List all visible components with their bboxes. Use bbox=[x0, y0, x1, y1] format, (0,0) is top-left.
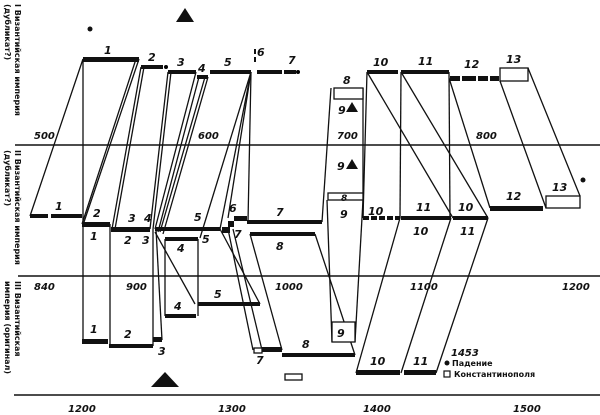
segment-label: 10 bbox=[413, 225, 429, 238]
tick-label: 600 bbox=[198, 131, 219, 142]
segment-label: 3 bbox=[177, 56, 185, 69]
tick-label: 900 bbox=[126, 282, 147, 293]
segment-label: 3 bbox=[128, 212, 136, 225]
box-icon bbox=[443, 370, 451, 378]
segment-label: 8 bbox=[276, 240, 284, 253]
legend-line1: Падение bbox=[452, 359, 493, 368]
segment-label: 1 bbox=[90, 323, 98, 336]
connector-lines bbox=[29, 58, 581, 374]
dot-icon bbox=[87, 26, 93, 32]
segment-label: 11 bbox=[418, 55, 433, 68]
band2-label: II Византийская империя (дубликат?) bbox=[3, 150, 22, 265]
segment-label: 9 bbox=[338, 104, 346, 117]
segment-label: 4 bbox=[173, 300, 182, 313]
tick-label: 1300 bbox=[218, 404, 246, 415]
segment-label: 2 bbox=[124, 234, 132, 247]
segment-label: 9 bbox=[337, 160, 345, 173]
segment-label: 10 bbox=[373, 56, 389, 69]
segment-label: 6 bbox=[257, 46, 265, 59]
tick-label: 1000 bbox=[275, 282, 303, 293]
band1-label: I Византийская империя (дубликат?) bbox=[3, 4, 22, 116]
triangle-icon bbox=[346, 159, 358, 169]
tick-label: 500 bbox=[34, 131, 55, 142]
band2-bars bbox=[30, 195, 581, 241]
segment-label: 7 bbox=[288, 54, 296, 67]
segment-label: 10 bbox=[458, 201, 474, 214]
segment-label: 10 bbox=[370, 355, 386, 368]
segment-label: 3 bbox=[158, 345, 166, 358]
tick-label: 800 bbox=[476, 131, 497, 142]
tick-label: 1500 bbox=[513, 404, 541, 415]
tick-label: 1400 bbox=[363, 404, 391, 415]
segment-label: 4 bbox=[143, 212, 152, 225]
segment-label: 11 bbox=[416, 201, 431, 214]
segment-label: 8 bbox=[343, 74, 351, 87]
segment-label: 2 bbox=[93, 207, 101, 220]
segment-label: 11 bbox=[460, 225, 475, 238]
segment-label: 6 bbox=[229, 202, 237, 215]
band3-bars bbox=[82, 302, 436, 381]
triangle-icon bbox=[151, 372, 179, 387]
band1-bars bbox=[83, 49, 529, 201]
triangle-icon bbox=[346, 102, 358, 112]
tick-label: 1100 bbox=[410, 282, 438, 293]
segment-label: 3 bbox=[142, 234, 150, 247]
tick-label: 1200 bbox=[68, 404, 96, 415]
segment-label: 1 bbox=[104, 44, 112, 57]
segment-label: 11 bbox=[413, 355, 428, 368]
legend-year: 1453 bbox=[451, 348, 479, 359]
legend: 1453 Падение Константинополя bbox=[443, 348, 535, 379]
segment-label: 9 bbox=[337, 327, 345, 340]
dot-icon bbox=[580, 177, 586, 183]
tick-label: 840 bbox=[34, 282, 55, 293]
segment-label: 1 bbox=[90, 230, 98, 243]
segment-label: 1 bbox=[55, 200, 63, 213]
segment-label: 8 bbox=[341, 194, 347, 204]
segment-label: 13 bbox=[552, 181, 568, 194]
segment-label: 5 bbox=[194, 211, 202, 224]
segment-label: 7 bbox=[276, 206, 284, 219]
segment-label: 12 bbox=[506, 190, 522, 203]
segment-label: 12 bbox=[464, 58, 480, 71]
triangle-icon bbox=[176, 8, 194, 22]
segment-label: 2 bbox=[148, 51, 156, 64]
segment-label: 4 bbox=[176, 242, 185, 255]
segment-label: 4 bbox=[197, 62, 206, 75]
segment-label: 8 bbox=[302, 338, 310, 351]
segment-label: 2 bbox=[124, 328, 132, 341]
segment-label: 13 bbox=[506, 53, 522, 66]
tick-label: 1200 bbox=[562, 282, 590, 293]
segment-label: 10 bbox=[368, 205, 384, 218]
segment-label: 5 bbox=[202, 233, 210, 246]
legend-line2: Константинополя bbox=[454, 370, 535, 379]
segment-label: 5 bbox=[214, 288, 222, 301]
band3-label: III Византийская империя (оригинал) bbox=[3, 281, 22, 375]
segment-label: 9 bbox=[340, 208, 348, 221]
segment-label: 7 bbox=[256, 354, 264, 367]
segment-label: 7 bbox=[234, 228, 242, 241]
dot-icon bbox=[444, 360, 450, 366]
tick-label: 700 bbox=[337, 131, 358, 142]
segment-label: 5 bbox=[224, 56, 232, 69]
